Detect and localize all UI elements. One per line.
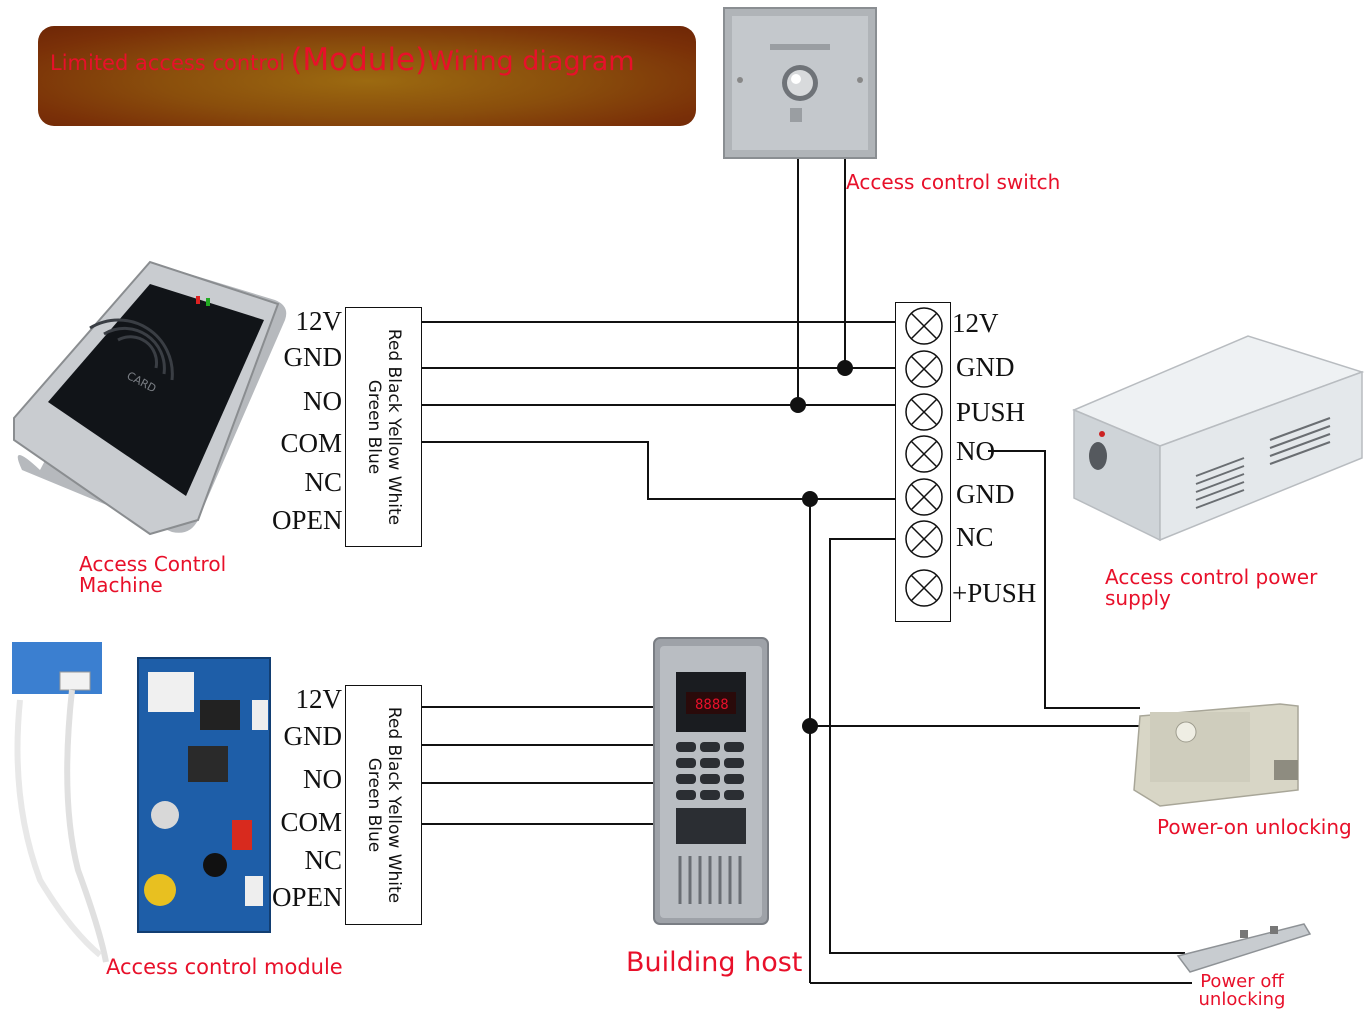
reader-wire-color-box: Red Black Yellow White Green Blue [345,307,422,547]
pcb-module-icon [12,642,271,963]
label-access-control-module: Access control module [106,955,343,979]
label-machine-line2: Machine [79,573,163,597]
label-power-supply-line1: Access control power [1105,565,1318,589]
title-part-2: (Module) [290,42,428,78]
label-power-supply-line2: supply [1105,586,1171,610]
module-pin-no: NO [303,764,342,794]
module-pin-open: OPEN [272,882,343,912]
reader-pin-com: COM [280,428,342,458]
junction-dot [802,491,818,507]
label-power-off-line1: Power off [1200,971,1284,992]
electric-strike-icon [1176,923,1312,973]
terminal-pin-gnd-2: GND [956,479,1015,509]
module-wire-colors-line2: Green Blue [363,757,384,853]
reader-pin-nc: NC [304,467,342,497]
reader-wire-colors-line1: Red Black Yellow White [383,328,404,526]
reader-wire-colors-line2: Green Blue [363,379,384,475]
title-banner [38,26,696,126]
terminal-pin-12v: 12V [952,308,999,338]
junction-dot [802,718,818,734]
reader-wire-colors: Red Black Yellow White Green Blue [364,329,404,525]
reader-pin-open: OPEN [272,505,343,535]
terminal-pin-plus-push: +PUSH [952,578,1037,608]
label-access-control-power-supply: Access control power supply [1105,567,1317,609]
power-supply-icon [1072,335,1365,542]
building-host-icon [653,637,769,925]
label-access-control-switch: Access control switch [846,170,1061,194]
label-power-off-unlocking: Power off unlocking [1196,973,1288,1009]
module-wire-colors-line1: Red Black Yellow White [383,706,404,904]
module-wire-colors: Red Black Yellow White Green Blue [364,707,404,903]
module-pin-com: COM [280,807,342,837]
terminal-pin-no: NO [956,436,995,466]
exit-button-icon [723,7,877,159]
title-part-1: Limited access control [50,51,286,75]
module-wire-color-box: Red Black Yellow White Green Blue [345,685,422,925]
card-reader-icon [13,260,287,536]
module-pin-12v: 12V [295,684,343,714]
title-part-3: Wiring diagram [427,46,635,77]
label-access-control-machine: Access Control Machine [79,554,226,596]
reader-pin-no: NO [303,386,342,416]
reader-pin-gnd: GND [283,342,343,372]
junction-dot [790,397,806,413]
label-building-host: Building host [626,947,803,978]
panel-digits: 8888 [695,697,729,713]
junction-dot [837,360,853,376]
label-machine-line1: Access Control [79,552,227,576]
module-pin-gnd: GND [283,721,343,751]
reader-pin-12v: 12V [295,306,343,336]
electric-lock-icon [1133,703,1299,807]
label-power-off-line2: unlocking [1198,989,1286,1010]
module-pin-nc: NC [304,845,342,875]
terminal-pin-nc: NC [956,522,994,552]
terminal-pin-push: PUSH [956,397,1026,427]
label-power-on-unlocking: Power-on unlocking [1157,815,1352,839]
terminal-pin-gnd: GND [956,352,1015,382]
diagram-title: Limited access control (Module)Wiring di… [50,42,635,78]
